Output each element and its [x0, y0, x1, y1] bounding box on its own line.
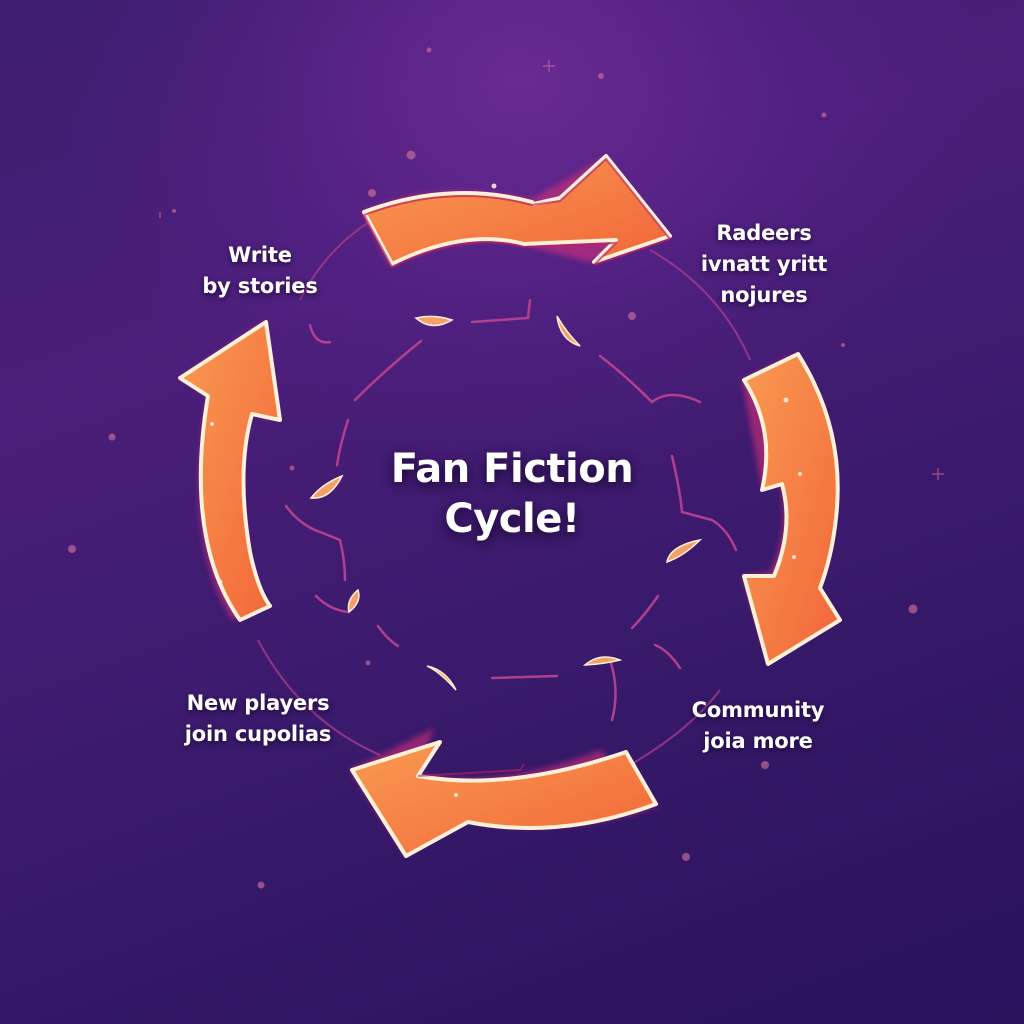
stage-label-community: Community joia more	[668, 695, 848, 757]
stage-label-line: Radeers	[716, 221, 812, 245]
title-line-2: Cycle!	[444, 496, 580, 542]
diagram-title: Fan Fiction Cycle!	[312, 444, 712, 544]
inner-ring-fragments	[284, 298, 738, 722]
title-line-1: Fan Fiction	[390, 446, 634, 492]
leaf-4	[666, 538, 703, 564]
sparkle-crosses	[159, 60, 944, 480]
leaf-decorations	[309, 315, 703, 691]
leaf-6	[426, 665, 457, 691]
stage-label-new-players: New players join cupolias	[168, 688, 348, 750]
stage-label-line: New players	[186, 691, 330, 715]
arrow-right-down	[742, 352, 842, 666]
stage-label-write-stories: Write by stories	[180, 240, 340, 302]
stage-label-line: Community	[691, 698, 825, 722]
stage-label-readers: Radeers ivnatt yritt nojures	[684, 218, 844, 311]
arrow-bottom-left	[350, 740, 658, 858]
stage-label-line: nojures	[720, 283, 808, 307]
leaf-5	[347, 588, 360, 614]
stage-label-line: join cupolias	[184, 722, 332, 746]
leaf-2	[556, 315, 581, 347]
leaf-1	[414, 315, 454, 327]
stage-label-line: Write	[228, 243, 292, 267]
leaf-7	[582, 656, 623, 666]
stage-label-line: joia more	[703, 729, 813, 753]
arrow-left-up	[178, 320, 282, 622]
stage-label-line: by stories	[202, 274, 318, 298]
arrow-top-right	[362, 154, 672, 269]
arrow-highlights	[210, 183, 802, 797]
background-particles	[68, 47, 918, 889]
stage-label-line: ivnatt yritt	[700, 252, 828, 276]
leaf-3	[309, 474, 344, 499]
